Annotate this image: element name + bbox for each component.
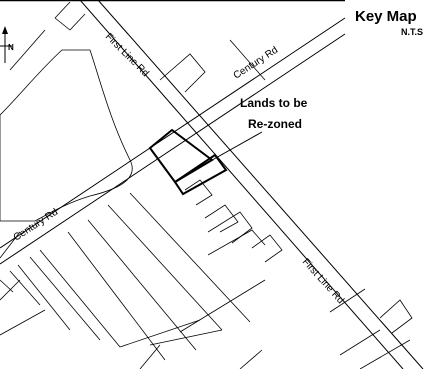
- road-label-first-line-south: First Line Rd: [300, 257, 346, 306]
- callout-line2: Re-zoned: [248, 117, 302, 131]
- scale-note: N.T.S: [401, 27, 423, 37]
- map-title: Key Map: [355, 8, 417, 25]
- callout-line1: Lands to be: [240, 96, 308, 110]
- north-label: N: [8, 43, 14, 52]
- callout-leader: [197, 131, 263, 169]
- first-line-road: [79, 0, 424, 369]
- century-road: [0, 17, 346, 265]
- road-label-first-line-north: First Line Rd: [103, 31, 151, 79]
- north-arrow-icon: [0, 26, 12, 63]
- rezoned-lands: [148, 128, 228, 196]
- road-label-century-west: Century Rd: [12, 207, 60, 244]
- parcel-lines: [0, 1, 413, 369]
- creek-outline: [0, 49, 133, 222]
